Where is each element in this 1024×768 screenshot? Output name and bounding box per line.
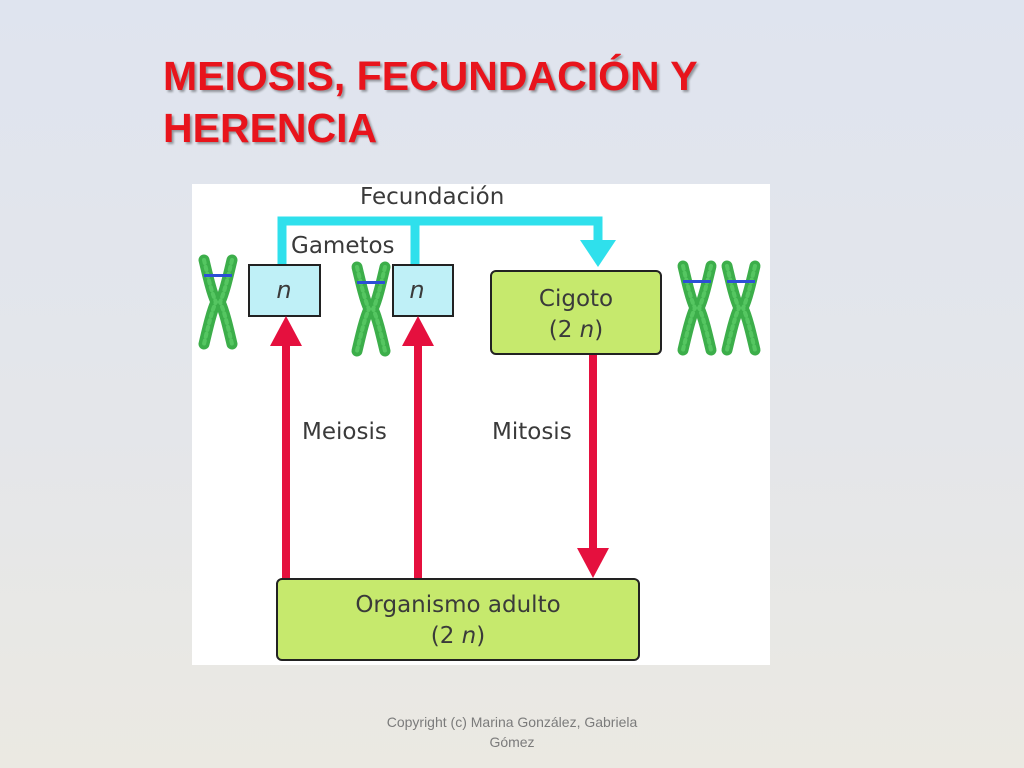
cigoto-box: Cigoto (2 n) [490, 270, 662, 355]
mitosis-arrow [577, 355, 609, 578]
x-chromosome-icon [357, 267, 385, 351]
meiosis-arrow-1 [270, 316, 302, 580]
slide-title-line-2: HERENCIA [163, 105, 378, 151]
x-chromosome-icon [683, 266, 711, 350]
organismo-ploidy: (2 n) [431, 623, 485, 649]
fecundacion-label: Fecundación [360, 184, 504, 210]
gamete-2-ploidy: n [409, 276, 424, 304]
copyright-line-1: Copyright (c) Marina González, Gabriela [386, 714, 638, 730]
life-cycle-diagram-svg: Fecundación Gametos n n Cigoto (2 n) [192, 184, 770, 661]
gamete-1-ploidy: n [276, 276, 291, 304]
x-chromosome-icon [727, 266, 755, 350]
cigoto-ploidy: (2 n) [549, 317, 603, 343]
cigoto-label: Cigoto [539, 286, 613, 312]
slide-title-line-1: MEIOSIS, FECUNDACIÓN Y [163, 53, 698, 99]
gamete-box-1: n [248, 264, 321, 317]
x-chromosome-icon [204, 260, 232, 344]
gametos-label: Gametos [291, 233, 395, 259]
meiosis-arrow-2 [402, 316, 434, 580]
life-cycle-diagram: Fecundación Gametos n n Cigoto (2 n) [192, 184, 770, 665]
copyright-line-2: Gómez [489, 734, 535, 750]
mitosis-label: Mitosis [492, 419, 572, 445]
fecundacion-arrow [277, 216, 616, 267]
organismo-label: Organismo adulto [355, 592, 560, 618]
copyright-footer: Copyright (c) Marina González, Gabriela … [362, 712, 662, 752]
meiosis-label: Meiosis [302, 419, 387, 445]
slide-title: MEIOSIS, FECUNDACIÓN Y HERENCIA [163, 50, 843, 154]
gamete-box-2: n [392, 264, 454, 317]
organismo-adulto-box: Organismo adulto (2 n) [276, 578, 640, 661]
